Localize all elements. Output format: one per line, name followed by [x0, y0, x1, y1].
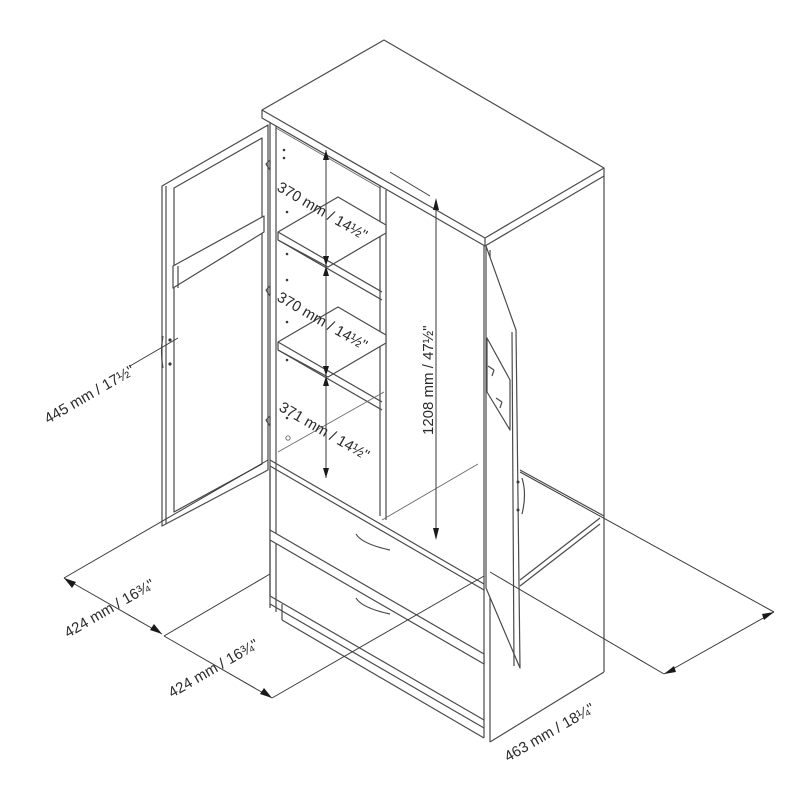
interior-height-dimension: 1208 mm / 47½": [420, 325, 437, 435]
shelf-bottom-dimension: 371 mm / 14½": [276, 399, 372, 464]
door-width-dimension: 445 mm / 17½": [42, 362, 138, 427]
lower-drawer-depth-dimension: 424 mm / 16¾": [166, 636, 262, 701]
left-door: [160, 124, 271, 527]
cabinet-top: [261, 39, 605, 247]
drawers: [269, 468, 485, 739]
right-door: [485, 245, 605, 669]
overall-depth-dimension: 463 mm / 18¼": [502, 700, 598, 765]
shelves: [277, 196, 479, 521]
cabinet-right-side: [489, 176, 605, 743]
shelf-pin-holes: [282, 148, 291, 441]
upper-drawer-depth-dimension: 424 mm / 16¾": [62, 576, 158, 641]
dimension-lines: [63, 150, 775, 699]
